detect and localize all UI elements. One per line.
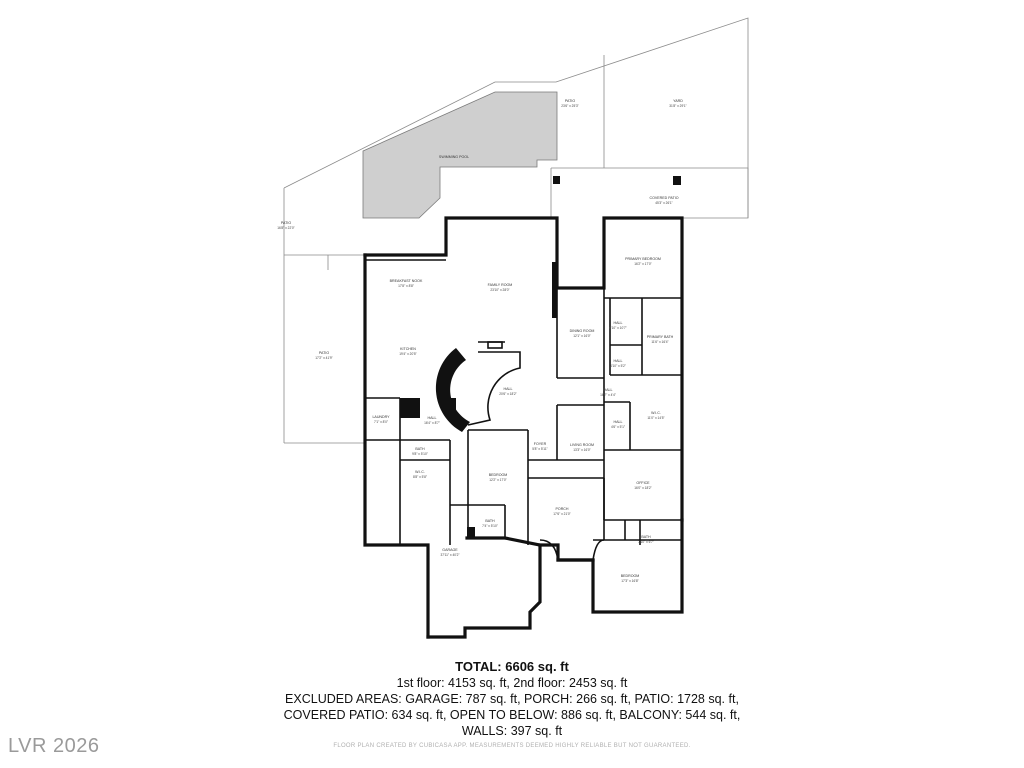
- room-dims-wic-1: 11'0" x 14'5": [647, 416, 664, 420]
- room-name-pool: SWIMMING POOL: [439, 155, 469, 159]
- room-dims-dining: 12'1" x 16'0": [573, 334, 590, 338]
- excluded-areas-line-1: EXCLUDED AREAS: GARAGE: 787 sq. ft, PORC…: [285, 692, 739, 706]
- room-dims-hall-1: 4'10" x 10'7": [609, 326, 626, 330]
- room-name-primary-bath: PRIMARY BATH: [647, 335, 674, 339]
- room-name-patio-mid: PATIO: [319, 351, 329, 355]
- room-dims-covered-patio: 45'3" x 26'1": [655, 201, 672, 205]
- room-name-bath-2: BATH: [485, 519, 495, 523]
- room-dims-wic-2: 8'8" x 5'8": [413, 475, 427, 479]
- room-dims-kitchen: 19'4" x 20'5": [399, 352, 416, 356]
- room-name-foyer: FOYER: [534, 442, 547, 446]
- room-name-laundry: LAUNDRY: [372, 415, 390, 419]
- room-dims-office: 16'0" x 18'2": [634, 486, 651, 490]
- room-name-bedroom-1: BEDROOM: [489, 473, 508, 477]
- room-name-bath-3: BATH: [641, 535, 651, 539]
- room-name-yard: YARD: [673, 99, 683, 103]
- interior-walls: [365, 259, 682, 545]
- room-name-patio-top: PATIO: [565, 99, 575, 103]
- room-dims-bath-1: 9'8" x 5'10": [412, 452, 428, 456]
- porch-arch: [539, 539, 605, 561]
- room-name-bedroom-2: BEDROOM: [621, 574, 640, 578]
- room-name-hall-5: HALL: [614, 420, 623, 424]
- room-dims-yard: 31'8" x 29'1": [669, 104, 686, 108]
- room-name-wic-1: W.I.C.: [651, 411, 661, 415]
- room-dims-bath-2: 7'4" x 5'10": [482, 524, 498, 528]
- swimming-pool: [362, 91, 558, 219]
- room-name-living: LIVING ROOM: [570, 443, 594, 447]
- room-dims-hall-3: 16'7" x 4'4": [600, 393, 616, 397]
- room-name-dining: DINING ROOM: [570, 329, 595, 333]
- room-name-hall-4: HALL: [428, 416, 437, 420]
- room-dims-breakfast: 17'8" x 8'8": [398, 284, 414, 288]
- room-dims-patio-left: 16'8" x 22'0": [277, 226, 294, 230]
- room-name-wic-2: W.I.C.: [415, 470, 425, 474]
- room-name-porch: PORCH: [556, 507, 569, 511]
- room-name-hall-2: HALL: [614, 359, 623, 363]
- staircase: [435, 341, 521, 432]
- room-dims-living: 13'3" x 16'0": [573, 448, 590, 452]
- watermark: LVR 2026: [8, 735, 100, 757]
- room-labels: PATIO 23'6" x 25'3" YARD 31'8" x 29'1" S…: [277, 99, 686, 583]
- room-name-patio-left: PATIO: [281, 221, 291, 225]
- room-dims-porch: 17'6" x 21'0": [553, 512, 570, 516]
- room-dims-foyer: 5'8" x 5'11": [532, 447, 547, 451]
- room-dims-hall-4: 16'4" x 8'7": [424, 421, 440, 425]
- excluded-areas-line-2: COVERED PATIO: 634 sq. ft, OPEN TO BELOW…: [283, 708, 741, 722]
- room-dims-garage: 37'11" x 40'2": [440, 553, 459, 557]
- room-name-hall-3: HALL: [604, 388, 613, 392]
- room-dims-bedroom-1: 12'2" x 17'0": [489, 478, 506, 482]
- room-dims-hall-2: 4'10" x 5'2": [610, 364, 626, 368]
- room-dims-primary-bedroom: 16'2" x 17'0": [634, 262, 651, 266]
- credit-note: FLOOR PLAN CREATED BY CUBICASA APP. MEAS…: [333, 743, 691, 749]
- room-name-family: FAMILY ROOM: [488, 283, 513, 287]
- room-name-bath-1: BATH: [415, 447, 425, 451]
- outdoor-outlines: [283, 17, 749, 444]
- walls-area: WALLS: 397 sq. ft: [461, 724, 563, 738]
- room-dims-hall-center: 20'6" x 18'2": [499, 392, 516, 396]
- room-dims-bath-3: 7'10" x 6'7": [638, 540, 654, 544]
- room-dims-hall-5: 4'6" x 5'1": [611, 425, 625, 429]
- room-name-office: OFFICE: [636, 481, 650, 485]
- total-area: TOTAL: 6606 sq. ft: [455, 659, 569, 674]
- room-dims-laundry: 7'1" x 8'0": [374, 420, 388, 424]
- room-name-hall-center: HALL: [504, 387, 513, 391]
- room-name-primary-bedroom: PRIMARY BEDROOM: [625, 257, 661, 261]
- area-summary: TOTAL: 6606 sq. ft 1st floor: 4153 sq. f…: [262, 659, 762, 739]
- room-name-garage: GARAGE: [442, 548, 458, 552]
- room-dims-primary-bath: 11'6" x 16'4": [651, 340, 668, 344]
- room-name-covered-patio: COVERED PATIO: [649, 196, 678, 200]
- room-dims-family: 23'10" x 28'0": [490, 288, 509, 292]
- room-dims-patio-mid: 17'2" x 41'9": [315, 356, 332, 360]
- room-name-kitchen: KITCHEN: [400, 347, 416, 351]
- room-dims-patio-top: 23'6" x 25'3": [561, 104, 578, 108]
- room-name-hall-1: HALL: [614, 321, 623, 325]
- floor-areas: 1st floor: 4153 sq. ft, 2nd floor: 2453 …: [396, 676, 628, 690]
- room-dims-bedroom-2: 17'3" x 16'8": [621, 579, 638, 583]
- room-name-breakfast: BREAKFAST NOOK: [390, 279, 423, 283]
